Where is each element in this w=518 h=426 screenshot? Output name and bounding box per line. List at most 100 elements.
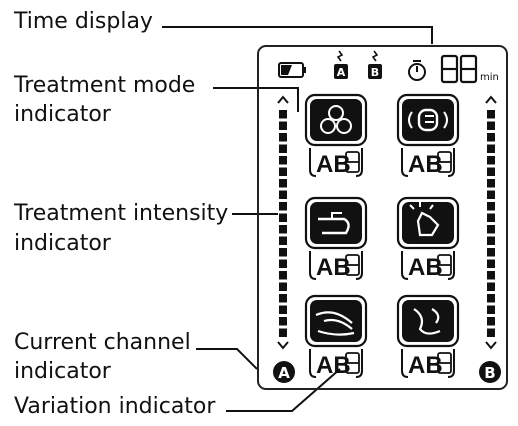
leader-time	[162, 26, 433, 44]
svg-text:A: A	[337, 66, 346, 79]
intensity-segment	[487, 110, 495, 119]
intensity-segment	[487, 213, 495, 222]
intensity-segment	[279, 202, 287, 211]
variation-digit	[345, 254, 360, 276]
callout-intensity-line2: indicator	[14, 231, 111, 256]
variation-bracket	[309, 251, 317, 280]
intensity-segment	[487, 202, 495, 211]
variation-bracket	[447, 251, 455, 280]
intensity-segment	[487, 156, 495, 165]
leader-lines	[162, 26, 433, 412]
intensity-segment	[487, 328, 495, 337]
intensity-segment	[487, 305, 495, 314]
svg-text:B: B	[371, 66, 379, 79]
callout-treatment-mode-line2: indicator	[14, 102, 111, 127]
chevron-down-icon	[485, 341, 497, 350]
mode-cell: AB	[396, 93, 460, 178]
tapping-fist-mode-icon	[402, 99, 454, 141]
time-unit-label: min	[480, 72, 499, 83]
callout-treatment-mode-line1: Treatment mode	[14, 73, 196, 98]
variation-label: AB	[408, 254, 443, 281]
mode-cell: AB	[396, 196, 460, 281]
rubbing-hand-mode-icon	[310, 202, 362, 244]
intensity-segment	[487, 294, 495, 303]
variation-bracket	[401, 148, 409, 177]
variation-bracket	[401, 251, 409, 280]
channel-b-letter: B	[484, 364, 495, 382]
callout-time-display: Time display	[14, 9, 153, 34]
time-display-digits	[440, 54, 478, 84]
intensity-segment	[279, 248, 287, 257]
time-digit-2	[459, 54, 478, 84]
current-channel-a-indicator: A	[273, 361, 295, 383]
intensity-segment	[487, 248, 495, 257]
callout-intensity-line1: Treatment intensity	[14, 201, 229, 226]
intensity-segment	[279, 190, 287, 199]
intensity-segment	[487, 144, 495, 153]
battery-icon	[278, 62, 306, 78]
intensity-segment	[487, 179, 495, 188]
intensity-segment	[279, 144, 287, 153]
intensity-segment	[279, 328, 287, 337]
mode-frame	[304, 294, 368, 348]
variation-bracket	[355, 349, 363, 378]
intensity-segment	[487, 317, 495, 326]
intensity-bar-a	[277, 95, 289, 350]
mode-cell: AB	[304, 93, 368, 178]
intensity-segment	[279, 271, 287, 280]
callout-variation: Variation indicator	[14, 394, 216, 419]
intensity-segment	[279, 110, 287, 119]
variation-digit	[437, 151, 452, 173]
stopwatch-icon	[408, 60, 426, 81]
current-channel-b-indicator: B	[479, 361, 501, 383]
chevron-up-icon	[485, 95, 497, 104]
variation-digit	[345, 151, 360, 173]
patting-hand-mode-icon	[402, 202, 454, 244]
stroking-hand-mode-icon	[310, 300, 362, 342]
variation-bracket	[309, 349, 317, 378]
intensity-segment	[279, 236, 287, 245]
mode-frame	[396, 93, 460, 147]
kneading-hand-mode-icon	[402, 300, 454, 342]
mode-frame	[304, 93, 368, 147]
intensity-bar-b	[485, 95, 497, 350]
variation-digit	[437, 254, 452, 276]
mode-frame	[304, 196, 368, 250]
leader-channel	[196, 348, 258, 370]
mode-cell: AB	[304, 294, 368, 379]
intensity-segment	[487, 133, 495, 142]
chevron-down-icon	[277, 341, 289, 350]
intensity-segment	[279, 156, 287, 165]
variation-bracket	[309, 148, 317, 177]
variation-bracket	[447, 148, 455, 177]
time-digit-1	[440, 54, 459, 84]
intensity-segment	[279, 133, 287, 142]
combination-mode-icon	[310, 99, 362, 141]
intensity-segment	[487, 225, 495, 234]
intensity-segment	[487, 167, 495, 176]
intensity-segment	[279, 213, 287, 222]
intensity-segment	[279, 305, 287, 314]
intensity-segment	[487, 271, 495, 280]
intensity-segment	[279, 317, 287, 326]
variation-label: AB	[408, 151, 443, 178]
intensity-segment	[279, 225, 287, 234]
intensity-segment	[487, 121, 495, 130]
channel-b-small-indicator: B	[368, 50, 382, 79]
intensity-segment	[487, 259, 495, 268]
callout-channel-line2: indicator	[14, 359, 111, 384]
leader-variation	[226, 368, 341, 412]
intensity-segment	[279, 121, 287, 130]
variation-label: AB	[316, 352, 351, 379]
intensity-segment	[279, 259, 287, 268]
lcd-panel	[257, 45, 508, 390]
variation-digit	[345, 352, 360, 374]
channel-a-letter: A	[278, 364, 290, 382]
leader-mode	[213, 87, 299, 112]
chevron-up-icon	[277, 95, 289, 104]
intensity-segment	[279, 167, 287, 176]
variation-label: AB	[316, 254, 351, 281]
callout-channel-line1: Current channel	[14, 330, 191, 355]
